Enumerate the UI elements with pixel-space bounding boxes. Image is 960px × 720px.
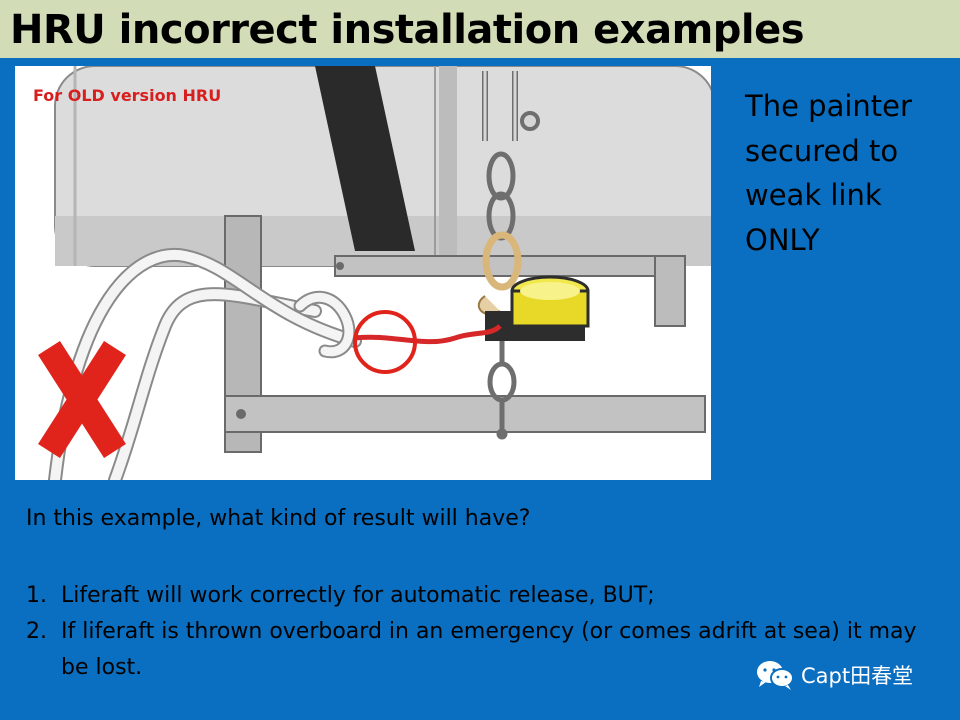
answer-number: 2.: [26, 619, 47, 644]
answer-list: 1. Liferaft will work correctly for auto…: [26, 578, 936, 686]
painter-rope: [48, 247, 362, 480]
weak-link: [482, 231, 522, 291]
watermark: Capt田春堂: [755, 658, 913, 692]
x-icon: [38, 340, 126, 459]
figure-label: For OLD version HRU: [33, 86, 222, 105]
lower-hook: [487, 341, 517, 440]
question-text: In this example, what kind of result wil…: [26, 506, 531, 531]
wechat-icon: [757, 661, 794, 690]
watermark-text: Capt田春堂: [801, 664, 914, 688]
slide-title: HRU incorrect installation examples: [10, 7, 805, 53]
circle-highlight-icon: [353, 310, 417, 374]
answer-item: 1. Liferaft will work correctly for auto…: [26, 578, 936, 614]
side-note: The painter secured to weak link ONLY: [745, 84, 955, 262]
hru-unit: [485, 275, 590, 341]
answer-item: 2. If liferaft is thrown overboard in an…: [26, 614, 936, 686]
side-note-line: The painter: [745, 89, 912, 123]
hru-drawing: [38, 66, 711, 480]
title-bar: HRU incorrect installation examples: [0, 0, 960, 58]
holding-strap: [315, 66, 415, 251]
hru-illustration: For OLD version HRU: [15, 66, 711, 480]
answer-text: Liferaft will work correctly for automat…: [61, 583, 655, 608]
cradle-frame: [224, 215, 706, 453]
red-cord: [354, 324, 502, 345]
answer-number: 1.: [26, 583, 47, 608]
side-note-line: secured to: [745, 133, 899, 168]
side-note-line: ONLY: [745, 222, 820, 257]
answer-text: If liferaft is thrown overboard in an em…: [61, 619, 917, 680]
side-note-line: weak link: [745, 178, 882, 212]
